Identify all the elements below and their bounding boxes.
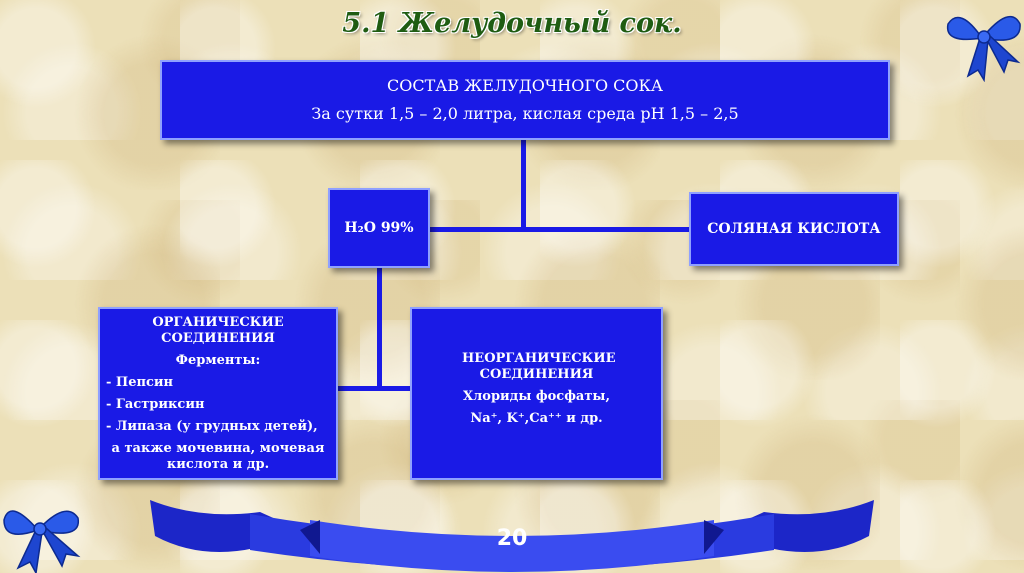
hcl-box: СОЛЯНАЯ КИСЛОТА <box>689 192 899 266</box>
bow-icon <box>3 510 81 573</box>
inorganic-box: НЕОРГАНИЧЕСКИЕ СОЕДИНЕНИЯ Хлориды фосфат… <box>410 307 663 480</box>
organic-subheading: Ферменты: <box>175 353 261 368</box>
connector-water-vertical <box>377 268 382 390</box>
slide-title: 5.1 Желудочный сок. <box>342 8 682 39</box>
composition-heading: СОСТАВ ЖЕЛУДОЧНОГО СОКА <box>386 76 664 95</box>
page-number: 20 <box>496 526 528 551</box>
inorganic-line2: Na⁺, K⁺,Ca⁺⁺ и др. <box>470 411 603 426</box>
connector-horizontal <box>430 227 689 232</box>
connector-main-vertical <box>521 140 526 230</box>
organic-box: ОРГАНИЧЕСКИЕ СОЕДИНЕНИЯ Ферменты: - Пепс… <box>98 307 338 480</box>
hcl-label: СОЛЯНАЯ КИСЛОТА <box>707 221 881 237</box>
ribbon-banner <box>150 500 874 572</box>
organic-item: - Пепсин <box>106 375 174 390</box>
bow-icon <box>946 15 1021 82</box>
organic-item: - Липаза (у грудных детей), <box>106 419 318 434</box>
organic-heading: ОРГАНИЧЕСКИЕ СОЕДИНЕНИЯ <box>152 315 284 346</box>
organic-item: а также мочевина, мочевая кислота и др. <box>111 441 325 472</box>
inorganic-heading: НЕОРГАНИЧЕСКИЕ СОЕДИНЕНИЯ <box>462 351 616 382</box>
connector-lower-horizontal <box>338 386 410 391</box>
inorganic-line1: Хлориды фосфаты, <box>463 389 610 404</box>
composition-box: СОСТАВ ЖЕЛУДОЧНОГО СОКА За сутки 1,5 – 2… <box>160 60 890 140</box>
water-box: Н₂О 99% <box>328 188 430 268</box>
organic-item: - Гастриксин <box>106 397 205 412</box>
water-label: Н₂О 99% <box>344 220 414 236</box>
composition-subtitle: За сутки 1,5 – 2,0 литра, кислая среда р… <box>311 104 739 123</box>
